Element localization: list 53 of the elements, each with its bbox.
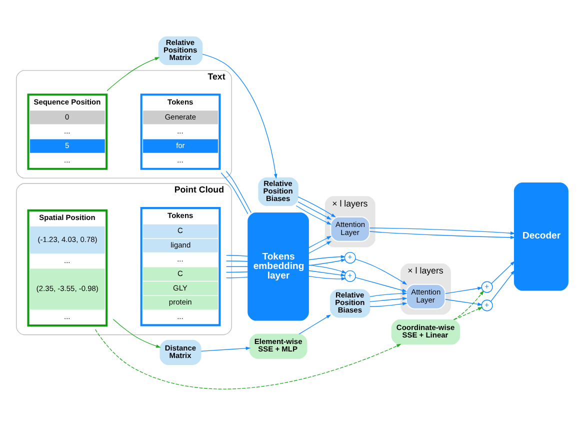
arrow [308, 264, 347, 274]
arrow [94, 329, 402, 390]
arrow [106, 57, 160, 92]
node-box: Attention Layer [406, 284, 446, 310]
node-circle: + [344, 252, 356, 264]
arrow [308, 255, 346, 260]
node-box: Decoder [514, 182, 568, 291]
arrow [490, 270, 515, 302]
arrow [202, 54, 278, 179]
connector [226, 272, 248, 273]
arrow [298, 202, 332, 220]
node-box: Tokens C ligand ... C GLY protein ... [140, 207, 221, 326]
node-box: Relative Positions Matrix [158, 36, 203, 65]
arrow [453, 290, 484, 320]
arrow [445, 286, 482, 294]
connector [226, 255, 248, 256]
arrow [298, 196, 336, 218]
node-box: Distance Matrix [160, 340, 202, 366]
arrow [308, 236, 332, 248]
node-box: Relative Position Biases [330, 289, 370, 318]
arrow [298, 314, 332, 334]
node-box: Spatial Position (-1.23, 4.03, 0.78) ... (2.35, -3.55, -0.98) ... [27, 209, 108, 327]
arrow [112, 318, 161, 348]
arrow [200, 346, 251, 352]
arrow [370, 302, 408, 307]
arrow [491, 261, 515, 284]
arrow [308, 270, 346, 277]
node-box: Relative Position Biases [258, 177, 298, 206]
node-box: Tokens embedding layer [248, 212, 309, 321]
connector [226, 276, 248, 278]
arrow [355, 277, 408, 292]
node-box: Tokens Generate ... for ... [140, 94, 221, 170]
node-box: Sequence Position 0 ... 5 ... [27, 94, 108, 170]
connector [226, 260, 248, 262]
arrow [370, 297, 408, 302]
connector [220, 172, 248, 214]
arrow [296, 205, 332, 225]
arrow [355, 258, 408, 285]
node-circle: + [481, 300, 493, 312]
arrow [308, 240, 332, 254]
connector [226, 266, 248, 267]
arrow [370, 292, 408, 297]
node-box: Attention Layer [330, 216, 370, 242]
arrow [369, 228, 516, 235]
arrow [445, 299, 482, 306]
arrow [369, 231, 516, 240]
node-circle: + [344, 270, 356, 282]
node-box: Element-wise SSE + MLP [249, 334, 308, 359]
arrow [454, 307, 483, 320]
connector [226, 170, 252, 214]
node-circle: + [481, 281, 493, 293]
arrow [308, 276, 346, 280]
node-box: Coordinate-wise SSE + Linear [391, 319, 460, 345]
